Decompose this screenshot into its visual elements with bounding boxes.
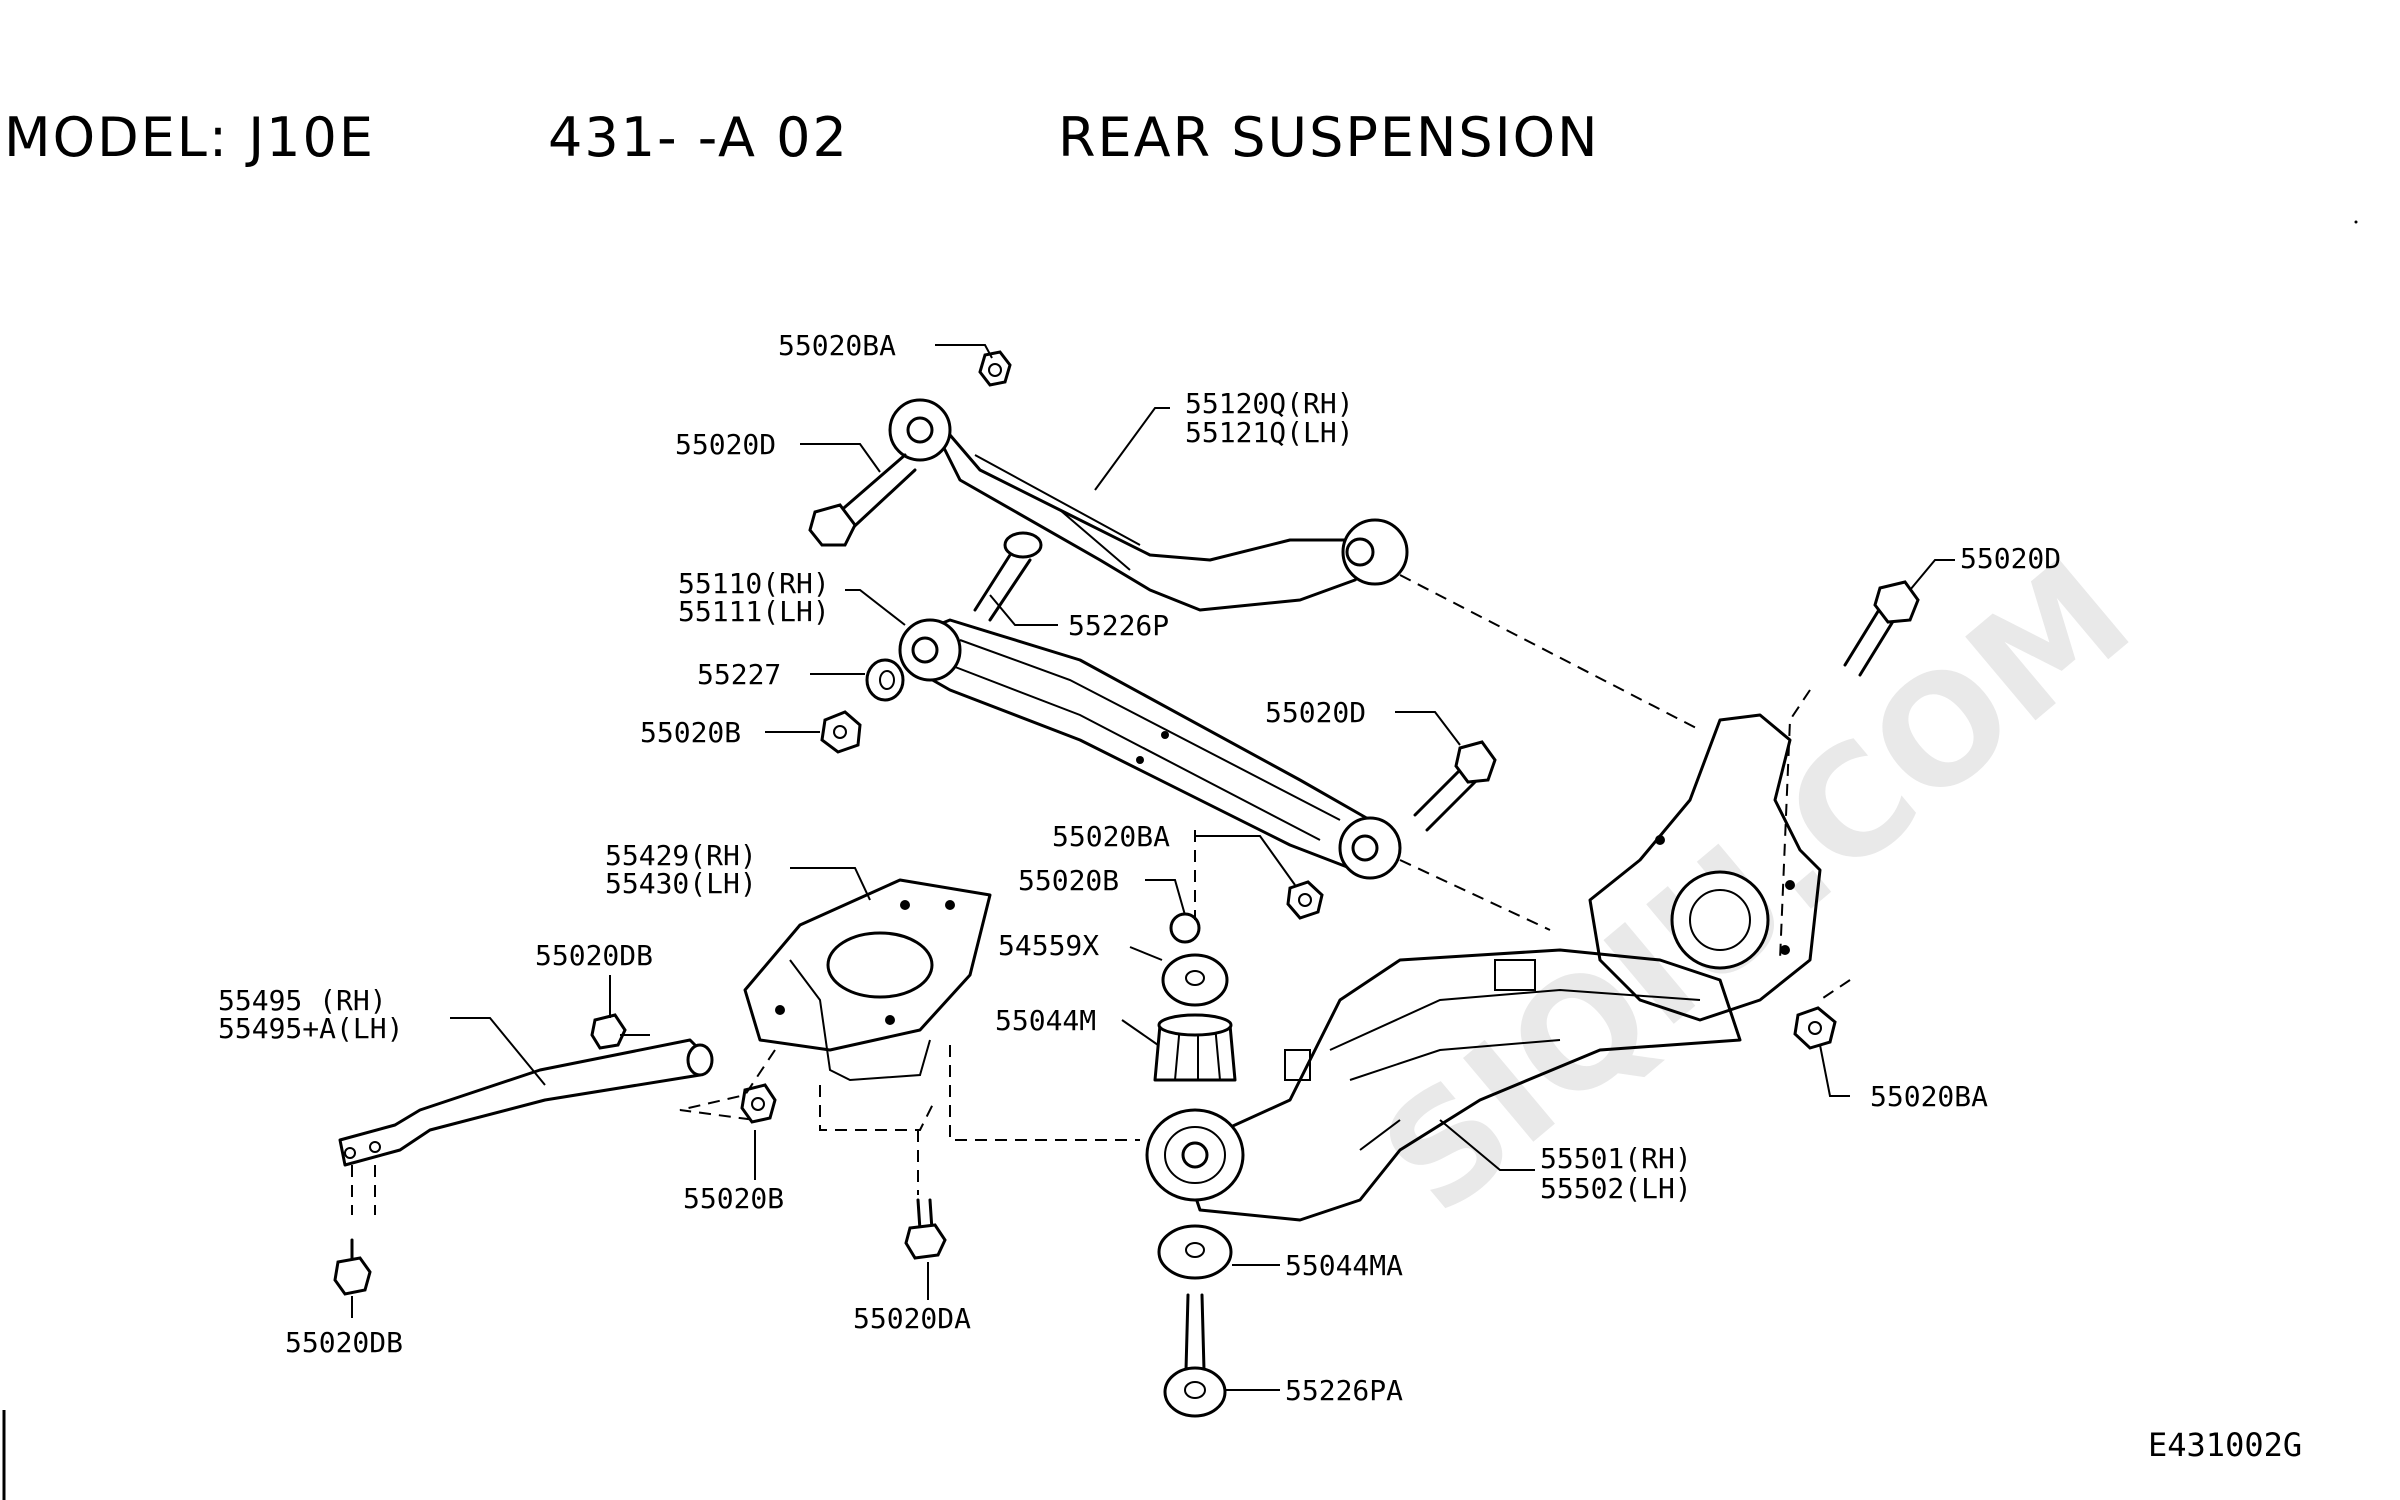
- bound-bumper-part[interactable]: [1153, 1013, 1237, 1082]
- speck: [2354, 220, 2358, 224]
- alignment-line: [351, 1165, 376, 1215]
- label-bracket-rh: 55429(RH): [605, 839, 757, 872]
- label-55020DB-bottom: 55020DB: [285, 1326, 403, 1359]
- label-55227: 55227: [697, 658, 781, 691]
- label-stay-rh: 55495 (RH): [218, 984, 387, 1017]
- label-55020BA-top: 55020BA: [778, 329, 896, 362]
- bolt-part[interactable]: [1843, 580, 1920, 677]
- washer-part[interactable]: [865, 658, 905, 702]
- label-stay-lh: 55495+A(LH): [218, 1012, 403, 1045]
- section-code: 431- -A 02: [548, 106, 849, 169]
- label-55020D-mid: 55020D: [1265, 696, 1366, 729]
- alignment-line: [679, 1049, 776, 1121]
- label-55020B-lower: 55020B: [683, 1182, 784, 1215]
- label-55226P: 55226P: [1068, 609, 1169, 642]
- alignment-line: [1399, 859, 1551, 931]
- bolt-part[interactable]: [333, 1238, 372, 1296]
- alignment-line: [1399, 574, 1701, 731]
- bolt-part[interactable]: [1413, 740, 1497, 832]
- flange-nut-part[interactable]: [978, 350, 1012, 387]
- bolt-part[interactable]: [808, 453, 917, 547]
- alignment-line: [819, 1085, 936, 1131]
- label-55020B-upper: 55020B: [640, 716, 741, 749]
- alignment-line: [1819, 979, 1851, 1001]
- long-bolt-part[interactable]: [973, 531, 1043, 622]
- label-lower-link-lh: 55111(LH): [678, 595, 830, 628]
- flange-nut-part[interactable]: [1793, 1006, 1837, 1050]
- bumper-washer-part[interactable]: [1157, 1224, 1233, 1280]
- label-upper-arm-lh: 55121Q(LH): [1185, 416, 1354, 449]
- flange-nut-part[interactable]: [1286, 880, 1324, 920]
- label-55020D-upper-left: 55020D: [675, 428, 776, 461]
- label-55020BA-right: 55020BA: [1870, 1080, 1988, 1113]
- alignment-line: [949, 1045, 1140, 1141]
- bolt-part[interactable]: [590, 1013, 650, 1050]
- label-55226PA: 55226PA: [1285, 1374, 1403, 1407]
- label-55044M: 55044M: [995, 1004, 1096, 1037]
- bolt-part[interactable]: [904, 1198, 947, 1260]
- model-label: MODEL: J10E: [4, 106, 375, 169]
- knuckle-part[interactable]: [1588, 713, 1822, 1022]
- nut-part[interactable]: [740, 1083, 777, 1124]
- label-55020B-mid: 55020B: [1018, 864, 1119, 897]
- mount-bracket-part[interactable]: [743, 878, 992, 1082]
- label-55020DB-top: 55020DB: [535, 939, 653, 972]
- leader-lines: [351, 344, 1955, 1391]
- diagram-code: E431002G: [2148, 1426, 2302, 1464]
- upper-arm-part[interactable]: [888, 398, 1409, 612]
- stud-bolt-part[interactable]: [1163, 1293, 1227, 1418]
- washer-part[interactable]: [1161, 953, 1229, 1007]
- nut-part[interactable]: [820, 710, 862, 754]
- trailing-arm-part[interactable]: [1178, 948, 1742, 1222]
- label-54559X: 54559X: [998, 929, 1099, 962]
- mount-bushing-part[interactable]: [1145, 1108, 1245, 1202]
- stay-bar-part[interactable]: [338, 1038, 714, 1167]
- label-upper-arm-rh: 55120Q(RH): [1185, 387, 1354, 420]
- page-title: REAR SUSPENSION: [1058, 106, 1600, 169]
- label-bracket-lh: 55430(LH): [605, 867, 757, 900]
- lower-link-part[interactable]: [898, 618, 1402, 880]
- label-trailing-arm-rh: 55501(RH): [1540, 1142, 1692, 1175]
- label-55020D-right: 55020D: [1960, 542, 2061, 575]
- label-55020BA-mid: 55020BA: [1052, 820, 1170, 853]
- label-trailing-arm-lh: 55502(LH): [1540, 1172, 1692, 1205]
- label-55020DA: 55020DA: [853, 1302, 971, 1335]
- label-lower-link-rh: 55110(RH): [678, 567, 830, 600]
- label-55044MA: 55044MA: [1285, 1249, 1403, 1282]
